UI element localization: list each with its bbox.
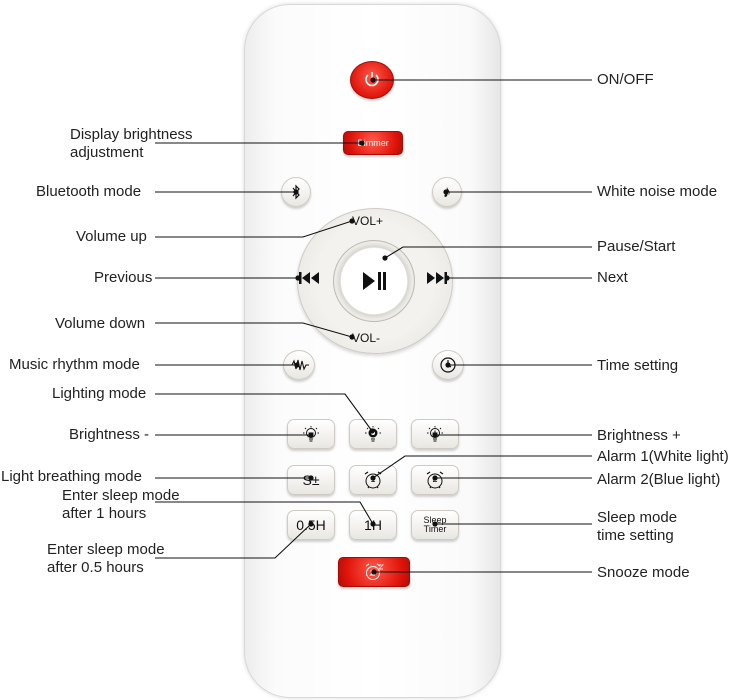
label-lighting-mode: Lighting mode <box>52 385 147 402</box>
label-display-brightness-2: adjustment <box>70 144 144 161</box>
label-sleep-05h-1: Enter sleep mode <box>47 541 165 558</box>
vol-plus-button[interactable]: VOL+ <box>352 214 384 228</box>
timer-label: Timer <box>423 524 447 534</box>
label-light-breathing-mode: Light breathing mode <box>1 468 142 485</box>
label-volume-up: Volume up <box>76 228 147 245</box>
label-brightness-plus: Brightness + <box>597 427 681 444</box>
label-on-off: ON/OFF <box>597 71 654 88</box>
label-brightness-minus: Brightness - <box>69 426 150 443</box>
play-pause-button[interactable] <box>333 240 415 322</box>
label-sleep-timer-1: Sleep mode <box>597 509 678 526</box>
label-sleep-1h-1: Enter sleep mode <box>62 487 180 504</box>
label-display-brightness-1: Display brightness <box>70 126 193 143</box>
label-previous: Previous <box>94 269 153 286</box>
label-alarm2: Alarm 2(Blue light) <box>597 471 721 488</box>
sleep-label: Sleep <box>423 515 447 525</box>
label-pause-start: Pause/Start <box>597 238 676 255</box>
label-alarm1: Alarm 1(White light) <box>597 448 729 465</box>
play-pause-icon <box>363 272 386 290</box>
vol-minus-button[interactable]: VOL- <box>352 331 381 345</box>
label-sleep-1h-2: after 1 hours <box>62 505 147 522</box>
label-volume-down: Volume down <box>55 315 146 332</box>
label-music-rhythm-mode: Music rhythm mode <box>9 356 140 373</box>
label-white-noise-mode: White noise mode <box>597 183 718 200</box>
label-sleep-timer-2: time setting <box>597 527 674 544</box>
label-sleep-05h-2: after 0.5 hours <box>47 559 144 576</box>
label-bluetooth-mode: Bluetooth mode <box>36 183 142 200</box>
brightness-plus-button[interactable] <box>411 419 459 449</box>
label-time-setting: Time setting <box>597 357 679 374</box>
label-snooze-mode: Snooze mode <box>597 564 690 581</box>
lighting-mode-button[interactable] <box>349 419 397 449</box>
brightness-minus-button[interactable] <box>287 419 335 449</box>
label-next: Next <box>597 269 628 286</box>
dimmer-label: Dimmer <box>357 138 389 148</box>
